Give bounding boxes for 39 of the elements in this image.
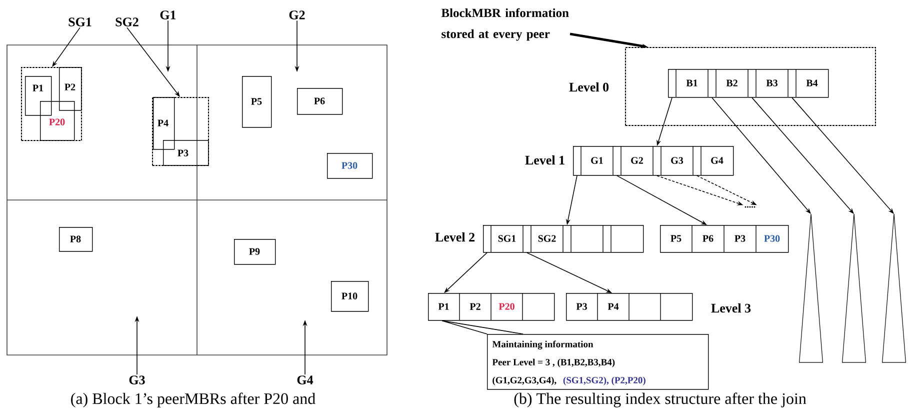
group-label: SG1 [68, 18, 92, 26]
peer-box: P9 [234, 239, 276, 265]
index-record: SG1 SG2 [483, 224, 644, 253]
group-label: G1 [160, 10, 176, 20]
subtree-triangle [882, 214, 906, 363]
index-record: B1 B2 B3 B4 [668, 68, 829, 98]
peer-box: P5 [242, 76, 272, 128]
level-label: Level 0 [569, 82, 609, 92]
index-record: G1 G2 G3 G4 [573, 146, 734, 176]
level-label: Level 3 [711, 303, 751, 313]
peer-box: P6 [297, 88, 343, 115]
caption: (b) The resulting index structure after the join [514, 392, 806, 408]
level-label: Level 2 [435, 232, 474, 242]
peer-box: P2 [59, 67, 82, 111]
arrow [444, 252, 488, 293]
arrow [712, 97, 811, 214]
peer-box: P20 [40, 101, 75, 141]
peer-box: P1 [25, 76, 52, 116]
group-label: ..... [744, 206, 756, 208]
info-callout-box: Maintaining information Peer Level = 3 , (B1,B2,B3,B4) (G1,G2,G3,G4), (SG1,SG2), (P2,P20) [487, 334, 709, 390]
group-label: G4 [297, 376, 314, 384]
note-text: BlockMBR information stored at every peer [441, 8, 569, 41]
peer-box: P4 [153, 97, 175, 150]
arrow [792, 97, 894, 214]
subtree-triangle [799, 214, 824, 363]
arrow [752, 97, 854, 214]
index-record: P3 P4 [566, 292, 693, 321]
level-label: Level 1 [525, 155, 564, 165]
subtree-triangle [842, 214, 866, 363]
group-label: G3 [129, 376, 145, 384]
group-label: SG2 [116, 18, 138, 26]
caption: (a) Block 1’s peerMBRs after P20 and [71, 392, 316, 408]
peer-box: P8 [59, 227, 93, 252]
index-record: P1 P2 P20 [428, 292, 555, 321]
peer-box: P3 [163, 140, 209, 166]
peer-box: P30 [327, 153, 373, 179]
peer-box: P10 [331, 281, 369, 312]
index-record: P5 P6 P3 P30 [660, 224, 789, 253]
group-label: G2 [289, 10, 305, 20]
